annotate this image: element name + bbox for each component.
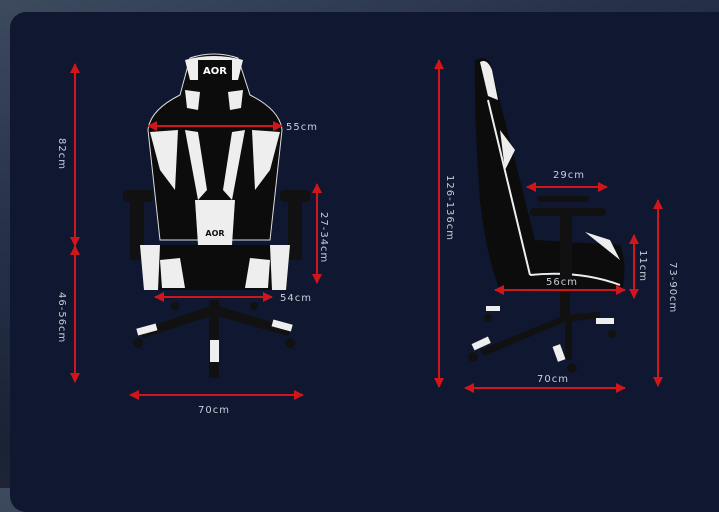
logo-lumbar: AOR	[205, 229, 224, 238]
front-chair-image: AOR AOR	[123, 53, 310, 378]
label-backrest-width: 55cm	[286, 122, 318, 133]
label-seat-height: 46-56cm	[56, 292, 67, 343]
label-total-height: 126-136cm	[444, 175, 455, 241]
label-armrest-length: 29cm	[553, 170, 585, 181]
label-backrest-height: 82cm	[56, 138, 67, 170]
label-side-base-width: 70cm	[537, 374, 569, 385]
label-seat-width: 54cm	[280, 293, 312, 304]
label-front-base-width: 70cm	[198, 405, 230, 416]
label-seat-thickness: 11cm	[637, 250, 648, 282]
side-chair-image	[468, 58, 625, 373]
label-seat-depth: 56cm	[546, 277, 578, 288]
label-armrest-floor-height: 73-90cm	[667, 262, 678, 313]
logo-top: AOR	[203, 66, 227, 77]
label-armrest-height: 27-34cm	[318, 212, 329, 263]
dimension-diagram: AOR AOR	[56, 53, 678, 416]
